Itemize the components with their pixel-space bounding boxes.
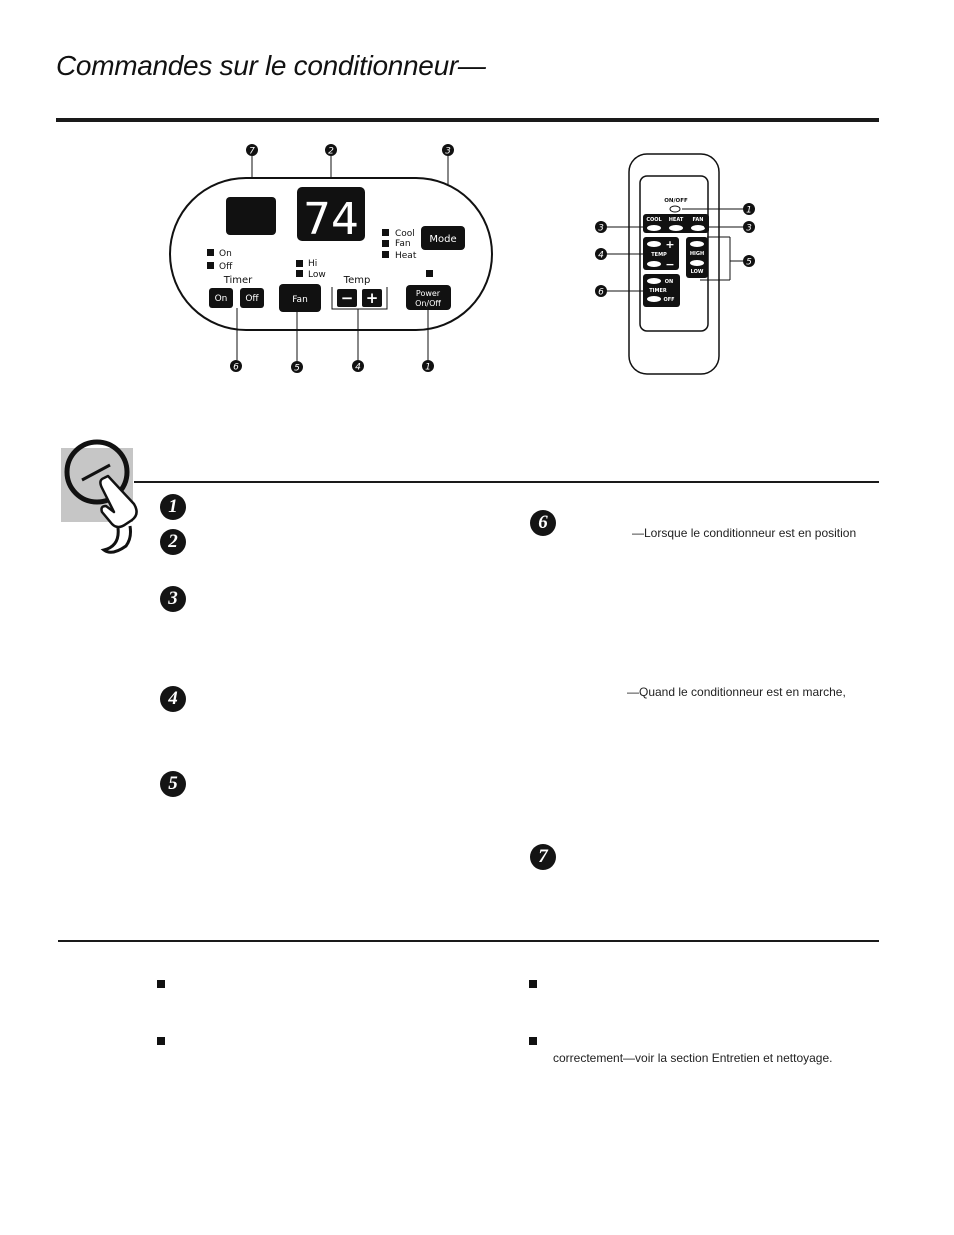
remote-fan-button[interactable] <box>691 225 705 231</box>
panel-callout-5: 5 <box>291 361 303 374</box>
timer-on-indicator: On <box>219 249 232 259</box>
notes-rule <box>58 940 879 942</box>
remote-illustration: ON/OFF COOL HEAT FAN + TEMP − HIGH LOW O… <box>595 153 755 375</box>
svg-text:On: On <box>215 294 228 304</box>
maintenance-note-text: correctement—voir la section Entretien e… <box>553 1051 833 1065</box>
temp-plus-button[interactable] <box>362 289 382 307</box>
remote-callout-1: 1 <box>743 203 755 216</box>
remote-timer-on-button[interactable] <box>647 278 661 284</box>
panel-callout-6: 6 <box>230 360 242 373</box>
svg-text:5: 5 <box>294 364 300 374</box>
remote-callout-5: 5 <box>743 255 755 268</box>
timer-label: Timer <box>223 275 253 286</box>
note-bullet <box>529 980 537 988</box>
remote-temp-down-button[interactable] <box>647 261 661 267</box>
remote-high-label: HIGH <box>690 251 704 257</box>
remote-callout-6: 6 <box>595 285 607 298</box>
note-bullet <box>529 1037 537 1045</box>
svg-text:Power: Power <box>416 289 441 298</box>
mode-button[interactable] <box>421 226 465 250</box>
svg-text:3: 3 <box>598 224 604 234</box>
svg-text:+: + <box>366 289 379 307</box>
remote-onoff-label: ON/OFF <box>664 198 688 204</box>
svg-text:+: + <box>665 238 674 251</box>
timer-running-text: —Quand le conditionneur est en marche, <box>627 685 846 699</box>
note-bullet <box>157 980 165 988</box>
svg-text:6: 6 <box>233 363 239 373</box>
temp-display-value: 74 <box>303 194 359 245</box>
remote-timer-off-button[interactable] <box>647 296 661 302</box>
timer-off-indicator: Off <box>219 262 233 272</box>
step-badge-1: 1 <box>160 494 186 520</box>
mode-heat-indicator: Heat <box>395 251 417 261</box>
fan-button[interactable] <box>279 284 321 312</box>
remote-cool-label: COOL <box>646 217 662 223</box>
svg-text:OFF: OFF <box>663 297 674 303</box>
temp-label: Temp <box>343 275 371 286</box>
remote-low-label: LOW <box>691 269 704 275</box>
remote-temp-up-button[interactable] <box>647 241 661 247</box>
svg-text:−: − <box>341 289 354 307</box>
svg-text:5: 5 <box>746 258 752 268</box>
remote-fan-label: FAN <box>693 217 704 223</box>
panel-callout-1: 1 <box>422 360 434 373</box>
panel-callout-2: 2 <box>325 144 337 157</box>
section-rule <box>134 481 879 483</box>
temp-display <box>297 187 365 241</box>
hand-pointer-icon <box>61 439 138 554</box>
control-panel-illustration: 7 2 3 74 On Off Timer On Off Hi Low Fan … <box>169 144 493 374</box>
step-badge-7: 7 <box>530 844 556 870</box>
remote-callout-4: 4 <box>595 248 607 261</box>
step-badge-4: 4 <box>160 686 186 712</box>
panel-callout-7: 7 <box>246 144 258 157</box>
step-badge-3: 3 <box>160 586 186 612</box>
step-badge-2: 2 <box>160 529 186 555</box>
svg-text:4: 4 <box>598 251 604 261</box>
remote-timer-label: TIMER <box>649 288 667 294</box>
svg-text:7: 7 <box>249 147 255 157</box>
svg-text:On/Off: On/Off <box>415 299 441 308</box>
svg-text:4: 4 <box>355 363 361 373</box>
svg-text:1: 1 <box>746 206 752 216</box>
svg-text:6: 6 <box>598 288 604 298</box>
note-bullet <box>157 1037 165 1045</box>
fan-low-indicator: Low <box>308 270 326 280</box>
timer-display <box>226 197 276 235</box>
panel-callout-3: 3 <box>442 144 454 157</box>
remote-heat-label: HEAT <box>669 217 684 223</box>
page-title: Commandes sur le conditionneur— <box>56 50 486 81</box>
remote-heat-button[interactable] <box>669 225 683 231</box>
remote-high-button[interactable] <box>690 241 704 247</box>
mode-fan-indicator: Fan <box>395 239 411 249</box>
title-rule <box>56 118 879 122</box>
timer-description-text: —Lorsque le conditionneur est en positio… <box>632 526 857 540</box>
svg-text:Off: Off <box>245 294 259 304</box>
remote-temp-label: TEMP <box>651 252 667 258</box>
svg-text:Fan: Fan <box>292 295 308 305</box>
svg-text:3: 3 <box>445 147 451 157</box>
step-badge-6: 6 <box>530 510 556 536</box>
svg-text:Mode: Mode <box>429 234 456 245</box>
remote-callout-3-left: 3 <box>595 221 607 234</box>
svg-text:ON: ON <box>665 279 673 285</box>
remote-low-button[interactable] <box>690 260 704 266</box>
svg-text:1: 1 <box>425 363 431 373</box>
remote-cool-button[interactable] <box>647 225 661 231</box>
svg-text:2: 2 <box>328 147 334 157</box>
timer-off-button[interactable] <box>240 288 264 308</box>
mode-cool-indicator: Cool <box>395 229 415 239</box>
svg-text:−: − <box>665 258 674 271</box>
timer-on-button[interactable] <box>209 288 233 308</box>
fan-hi-indicator: Hi <box>308 259 317 269</box>
step-badge-5: 5 <box>160 771 186 797</box>
temp-minus-button[interactable] <box>337 289 357 307</box>
remote-onoff-button[interactable] <box>669 205 681 213</box>
power-button[interactable] <box>406 285 451 310</box>
svg-text:3: 3 <box>746 224 752 234</box>
remote-callout-3-right: 3 <box>743 221 755 234</box>
panel-callout-4: 4 <box>352 360 364 373</box>
